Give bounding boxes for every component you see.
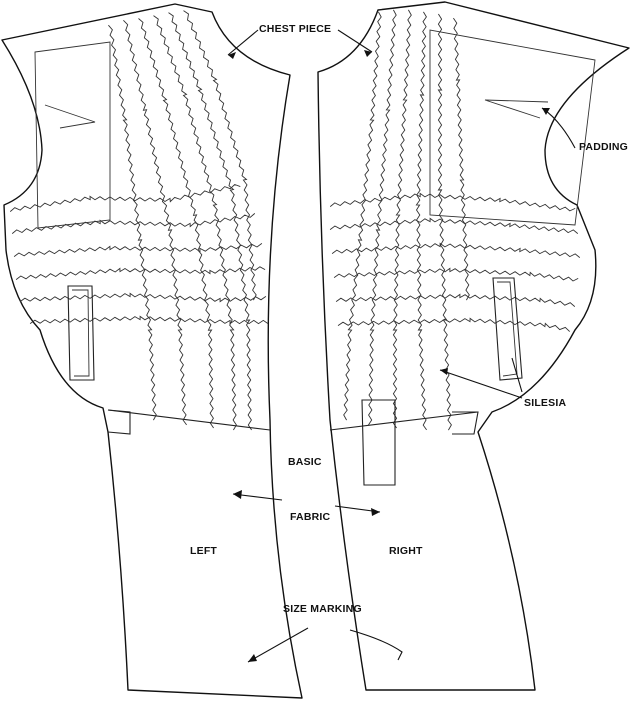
right-stitch-vertical <box>415 11 427 431</box>
left-dart-box <box>107 409 131 435</box>
right-stitch-vertical <box>368 9 397 426</box>
right-stitch-vertical <box>437 13 452 431</box>
left-stitch-horizontal <box>29 315 269 325</box>
label-fabric: FABRIC <box>290 511 331 523</box>
silesia-arrow-a <box>439 369 523 399</box>
left-stitch-vertical <box>153 15 237 431</box>
right-stitch-vertical <box>392 9 412 429</box>
left-stitch-horizontal <box>19 292 267 303</box>
chest-piece-arrow-right <box>337 29 373 53</box>
left-stitch-vertical <box>108 24 157 421</box>
right-lapel-notch-cut <box>484 99 549 119</box>
label-size-marking: SIZE MARKING <box>283 603 362 615</box>
right-dart-box <box>452 411 479 435</box>
size-marking-arrow-left <box>247 627 309 663</box>
right-center-tab <box>361 399 396 486</box>
label-basic: BASIC <box>288 456 322 468</box>
padding-arrow <box>541 107 576 149</box>
left-canvas-bottom <box>107 409 271 431</box>
right-stitch-horizontal <box>331 242 581 258</box>
left-panel-outline <box>1 3 303 699</box>
left-stitch-horizontal <box>15 266 266 280</box>
right-stitch-vertical <box>453 17 470 301</box>
size-marking-arrow-right <box>349 629 403 661</box>
annotation-arrows <box>227 29 576 663</box>
right-stitch-horizontal <box>329 192 576 212</box>
left-silesia-pocket <box>67 285 95 381</box>
left-stitch-horizontal <box>13 243 263 257</box>
right-canvas-bottom <box>329 411 479 431</box>
left-stitch-horizontal <box>11 213 256 234</box>
right-stitch-vertical <box>343 11 382 421</box>
left-stitch-horizontal <box>9 183 241 212</box>
right-stitch-horizontal <box>333 267 579 282</box>
right-stitch-horizontal <box>337 317 571 332</box>
right-silesia-pocket-inner <box>497 281 518 377</box>
silesia-arrow-b <box>511 357 523 393</box>
label-right: RIGHT <box>389 545 423 557</box>
right-silesia-pocket <box>492 277 523 381</box>
right-stitch-horizontal <box>335 293 576 307</box>
label-silesia: SILESIA <box>524 397 567 409</box>
right-panel-outline <box>317 1 630 691</box>
left-lapel-notch <box>34 41 111 229</box>
label-chest-piece: CHEST PIECE <box>259 23 332 35</box>
left-stitch-vertical <box>123 19 187 426</box>
left-stitch-vertical <box>138 18 214 429</box>
label-left: LEFT <box>190 545 218 557</box>
right-padding-stitches <box>329 9 581 431</box>
chest-piece-arrow-left <box>227 29 259 56</box>
left-stitch-vertical <box>183 10 257 301</box>
right-stitch-horizontal <box>329 217 579 234</box>
label-padding: PADDING <box>579 141 629 153</box>
right-lapel-notch <box>429 29 596 226</box>
left-lapel-notch-cut <box>44 104 96 129</box>
left-silesia-pocket-inner <box>72 289 90 377</box>
left-padding-stitches <box>9 10 269 431</box>
left-stitch-vertical <box>168 12 252 431</box>
